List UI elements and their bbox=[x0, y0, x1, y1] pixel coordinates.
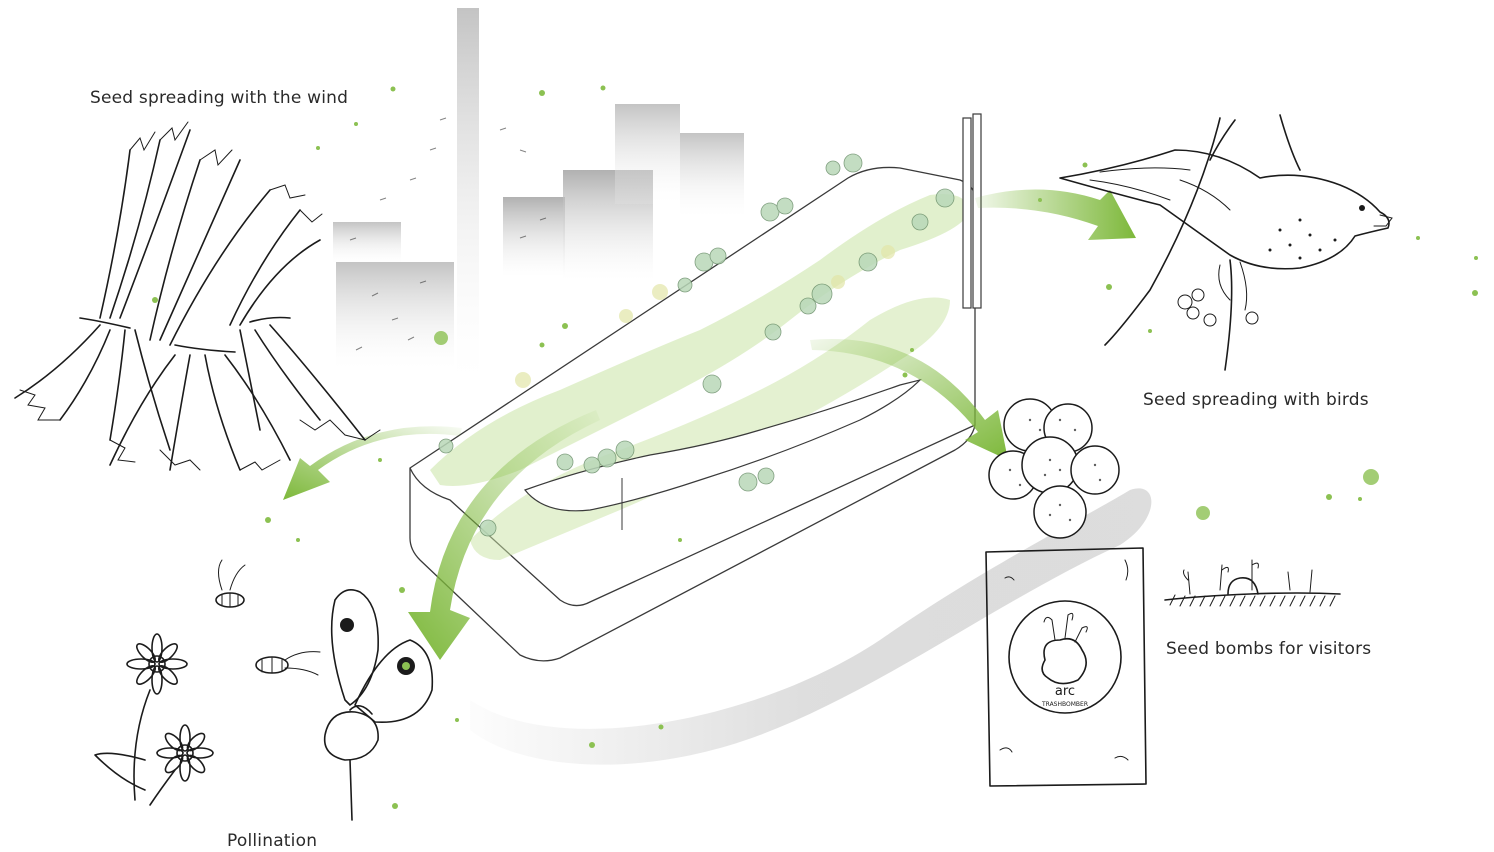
arrow-to-birds bbox=[975, 189, 1136, 240]
bird-icon bbox=[1060, 115, 1392, 370]
bee-icon bbox=[216, 560, 320, 675]
label-seed-spreading-birds: Seed spreading with birds bbox=[1143, 390, 1369, 410]
packet-brand: TRASHBOMBER bbox=[1041, 701, 1088, 708]
flower-icon bbox=[95, 634, 213, 805]
packet-logo: arc bbox=[1055, 684, 1075, 699]
label-pollination: Pollination bbox=[227, 831, 317, 851]
label-seed-spreading-wind: Seed spreading with the wind bbox=[90, 88, 348, 108]
butterfly-icon bbox=[325, 590, 433, 820]
sprouts-icon bbox=[1165, 560, 1340, 606]
wheat-sheaf-icon bbox=[15, 122, 380, 470]
label-seed-bombs-visitors: Seed bombs for visitors bbox=[1166, 639, 1371, 659]
